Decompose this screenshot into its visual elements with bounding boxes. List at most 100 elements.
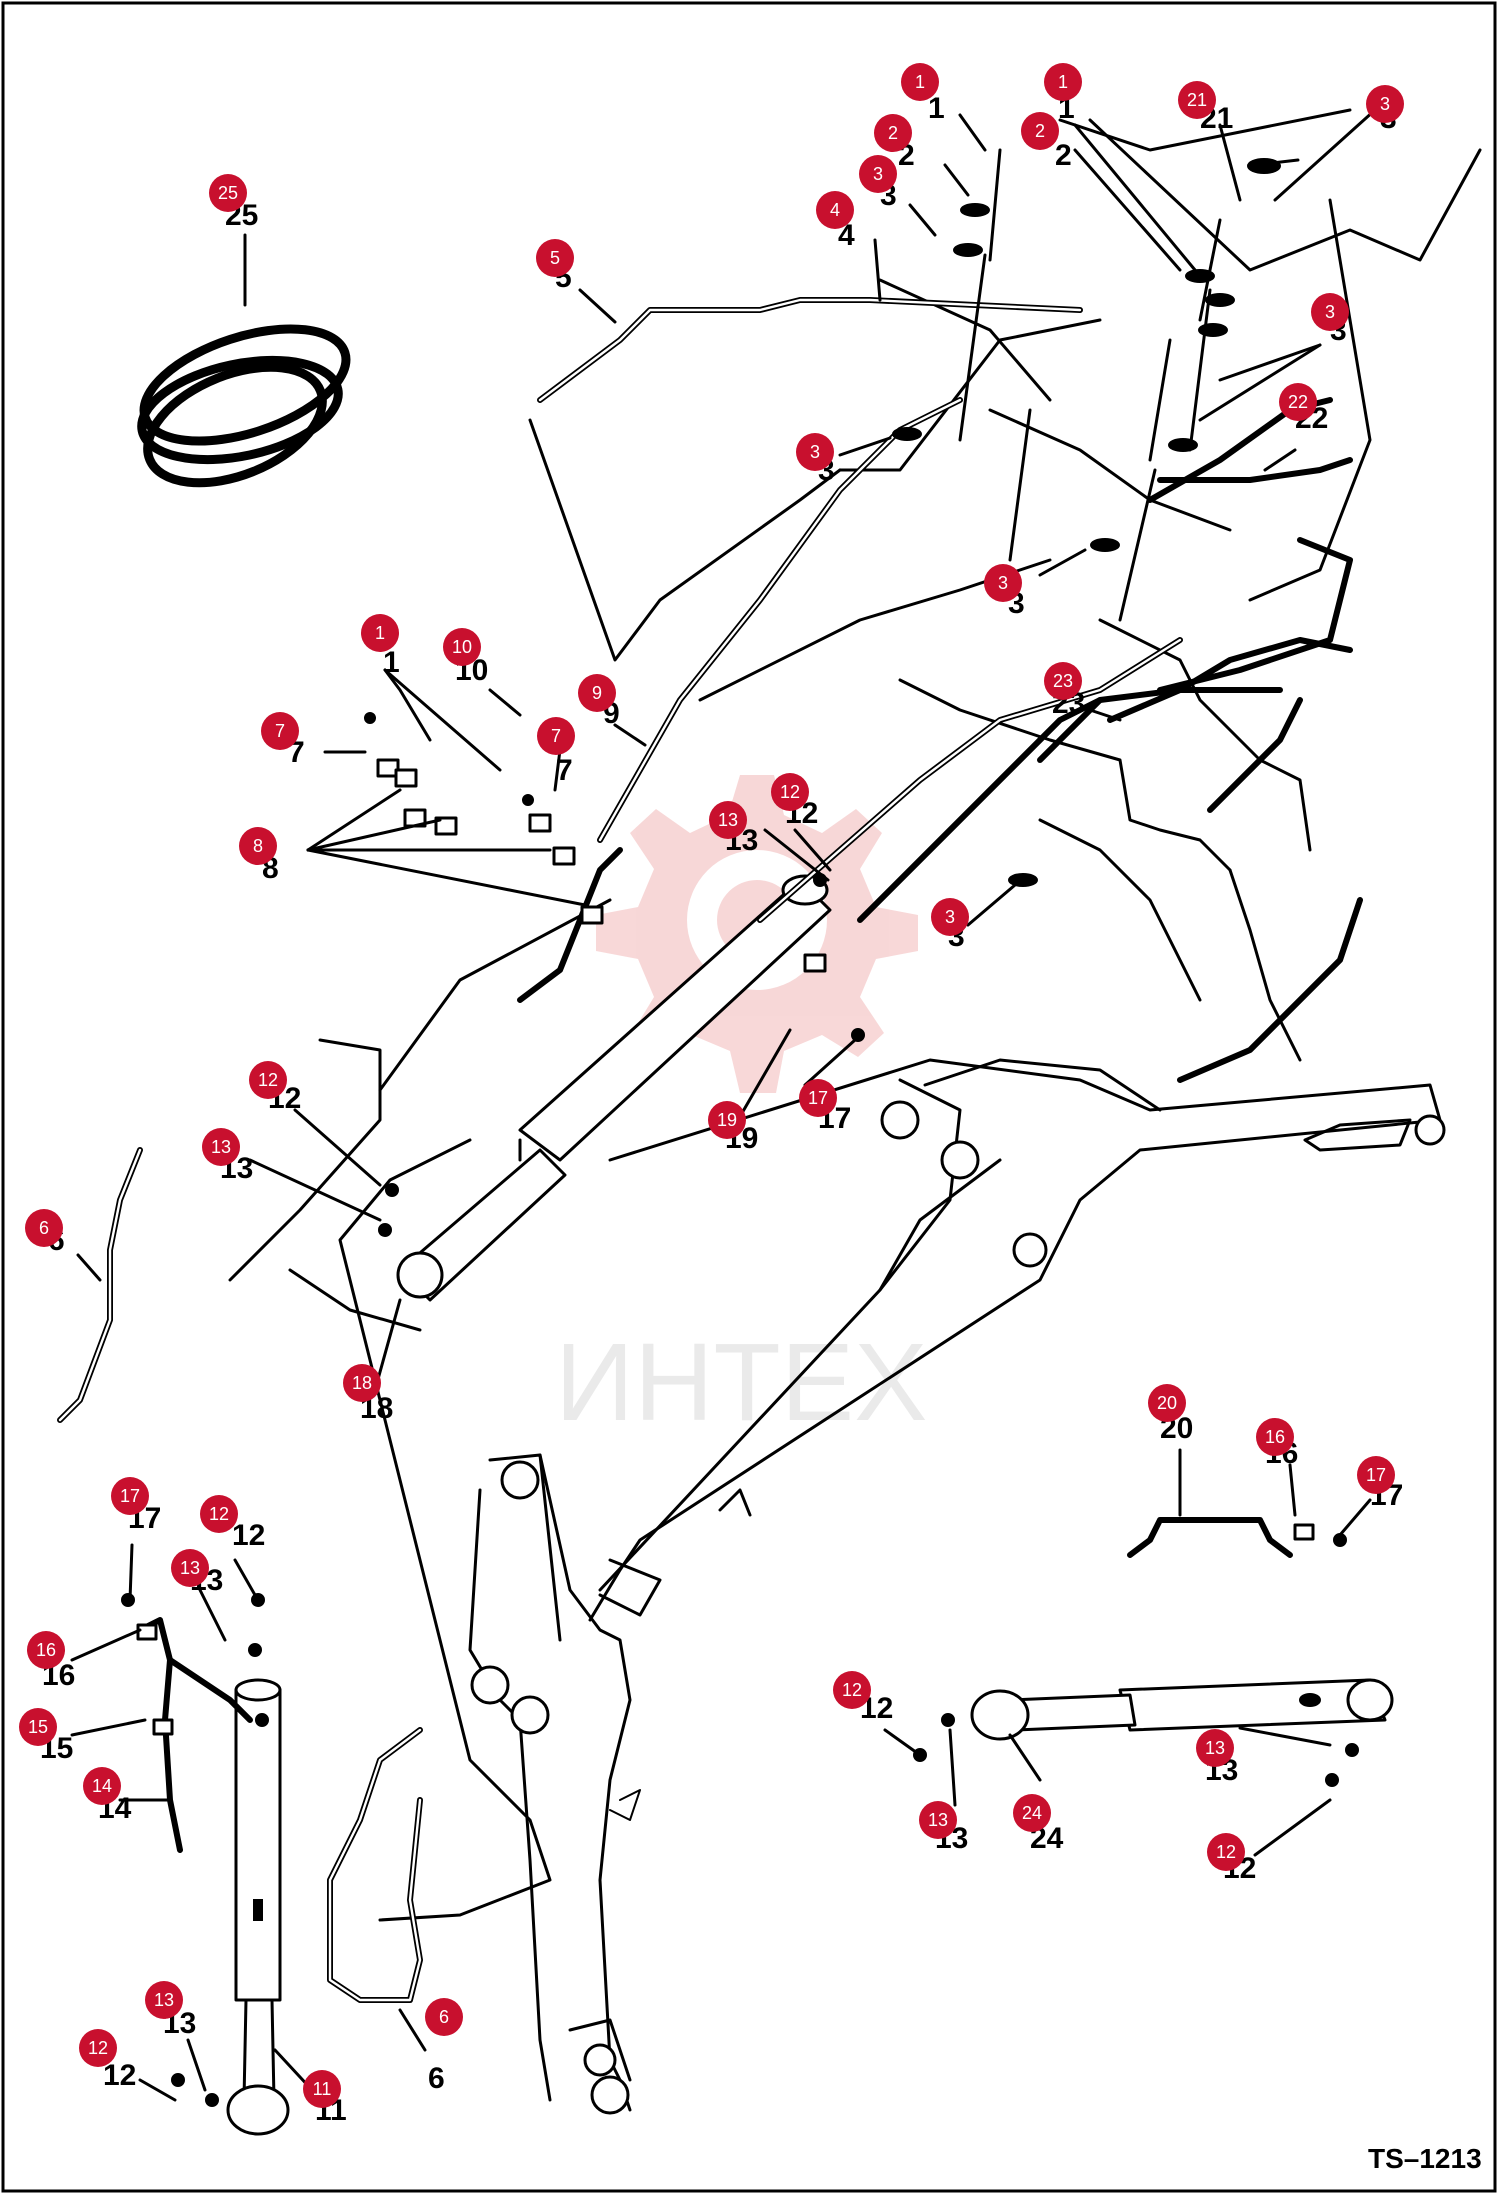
svg-text:13: 13: [211, 1137, 231, 1157]
callout-bubble[interactable]: 17: [799, 1079, 837, 1117]
callout-bubble[interactable]: 17: [111, 1477, 149, 1515]
svg-text:13: 13: [180, 1558, 200, 1578]
callout-bubble[interactable]: 1: [901, 63, 939, 101]
callout-bubble[interactable]: 23: [1044, 662, 1082, 700]
watermark-text: ИНТЕХ: [555, 1321, 927, 1444]
svg-text:13: 13: [928, 1810, 948, 1830]
svg-text:1: 1: [1058, 72, 1068, 92]
part-number: 7: [556, 754, 573, 787]
callout-bubble[interactable]: 12: [1207, 1833, 1245, 1871]
svg-text:13: 13: [718, 810, 738, 830]
callout-bubble[interactable]: 11: [303, 2070, 341, 2108]
svg-text:1: 1: [915, 72, 925, 92]
svg-text:6: 6: [39, 1218, 49, 1238]
svg-text:12: 12: [258, 1070, 278, 1090]
callout-bubble[interactable]: 3: [1366, 85, 1404, 123]
callout-bubble[interactable]: 9: [578, 674, 616, 712]
callout-bubble[interactable]: 18: [343, 1364, 381, 1402]
hose-coil: [137, 324, 351, 488]
callout-bubble[interactable]: 12: [833, 1671, 871, 1709]
callout-bubble[interactable]: 17: [1357, 1456, 1395, 1494]
svg-text:8: 8: [253, 836, 263, 856]
callout-bubble[interactable]: 13: [919, 1801, 957, 1839]
svg-text:16: 16: [36, 1640, 56, 1660]
svg-text:12: 12: [1216, 1842, 1236, 1862]
callout-bubble[interactable]: 19: [708, 1101, 746, 1139]
svg-text:1: 1: [375, 623, 385, 643]
svg-text:10: 10: [452, 637, 472, 657]
callout-bubble[interactable]: 15: [19, 1708, 57, 1746]
svg-text:24: 24: [1022, 1803, 1042, 1823]
callout-bubble[interactable]: 1: [1044, 63, 1082, 101]
fittings: [121, 148, 1359, 2107]
callout-bubble[interactable]: 20: [1148, 1384, 1186, 1422]
svg-text:25: 25: [218, 183, 238, 203]
part-number: 12: [232, 1519, 265, 1552]
callout-bubble[interactable]: 4: [816, 191, 854, 229]
svg-text:7: 7: [551, 726, 561, 746]
callout-bubble[interactable]: 16: [27, 1631, 65, 1669]
callout-bubble[interactable]: 12: [79, 2029, 117, 2067]
svg-text:11: 11: [313, 2079, 332, 2099]
callout-bubble[interactable]: 3: [796, 433, 834, 471]
callout-bubble[interactable]: 13: [171, 1549, 209, 1587]
callout-bubble[interactable]: 21: [1178, 81, 1216, 119]
svg-text:3: 3: [945, 907, 955, 927]
svg-text:13: 13: [1205, 1738, 1225, 1758]
callout-bubble[interactable]: 24: [1013, 1794, 1051, 1832]
svg-text:13: 13: [154, 1990, 174, 2010]
svg-text:14: 14: [92, 1776, 112, 1796]
svg-text:23: 23: [1053, 671, 1073, 691]
svg-text:12: 12: [209, 1504, 229, 1524]
part-number: 1: [928, 92, 945, 125]
svg-text:17: 17: [808, 1088, 828, 1108]
callout-bubble[interactable]: 13: [1196, 1729, 1234, 1767]
svg-text:9: 9: [592, 683, 602, 703]
callout-bubble[interactable]: 25: [209, 174, 247, 212]
callout-bubble[interactable]: 12: [249, 1061, 287, 1099]
callout-bubble[interactable]: 14: [83, 1767, 121, 1805]
svg-text:19: 19: [717, 1110, 737, 1130]
hydraulic-tubes: [57, 297, 1363, 2003]
callout-bubble[interactable]: 7: [537, 717, 575, 755]
callout-bubble[interactable]: 6: [425, 1998, 463, 2036]
svg-text:3: 3: [1325, 302, 1335, 322]
callout-bubble[interactable]: 12: [200, 1495, 238, 1533]
svg-text:2: 2: [1035, 121, 1045, 141]
svg-text:15: 15: [28, 1717, 48, 1737]
callout-bubble[interactable]: 6: [25, 1209, 63, 1247]
callout-bubble[interactable]: 3: [859, 155, 897, 193]
callout-bubble[interactable]: 16: [1256, 1418, 1294, 1456]
svg-text:2: 2: [888, 123, 898, 143]
svg-text:6: 6: [439, 2007, 449, 2027]
callout-bubbles: 25 5 1 1 21 3 2 2 3 4 3 22 3 3 23 3 1 10…: [19, 63, 1404, 2108]
callout-bubble[interactable]: 2: [1021, 112, 1059, 150]
part-number: 6: [428, 2062, 445, 2095]
lift-cylinder: [396, 874, 832, 1302]
callout-bubble[interactable]: 13: [145, 1981, 183, 2019]
svg-text:21: 21: [1187, 90, 1207, 110]
part-number: 12: [103, 2059, 136, 2092]
callout-bubble[interactable]: 3: [931, 898, 969, 936]
callout-bubble[interactable]: 7: [261, 712, 299, 750]
callout-bubble[interactable]: 12: [771, 773, 809, 811]
callout-bubble[interactable]: 2: [874, 114, 912, 152]
callout-bubble[interactable]: 13: [709, 801, 747, 839]
callout-bubble[interactable]: 10: [443, 628, 481, 666]
callout-bubble[interactable]: 1: [361, 614, 399, 652]
callout-bubble[interactable]: 13: [202, 1128, 240, 1166]
svg-text:17: 17: [120, 1486, 140, 1506]
svg-text:12: 12: [842, 1680, 862, 1700]
callout-bubble[interactable]: 22: [1279, 383, 1317, 421]
callout-bubble[interactable]: 5: [536, 239, 574, 277]
callout-bubble[interactable]: 8: [239, 827, 277, 865]
leader-lines: [70, 108, 1377, 2102]
callout-bubble[interactable]: 3: [1311, 293, 1349, 331]
svg-text:7: 7: [275, 721, 285, 741]
part-number: 2: [1055, 139, 1072, 172]
svg-text:12: 12: [88, 2038, 108, 2058]
callout-bubble[interactable]: 3: [984, 564, 1022, 602]
svg-text:17: 17: [1366, 1465, 1386, 1485]
